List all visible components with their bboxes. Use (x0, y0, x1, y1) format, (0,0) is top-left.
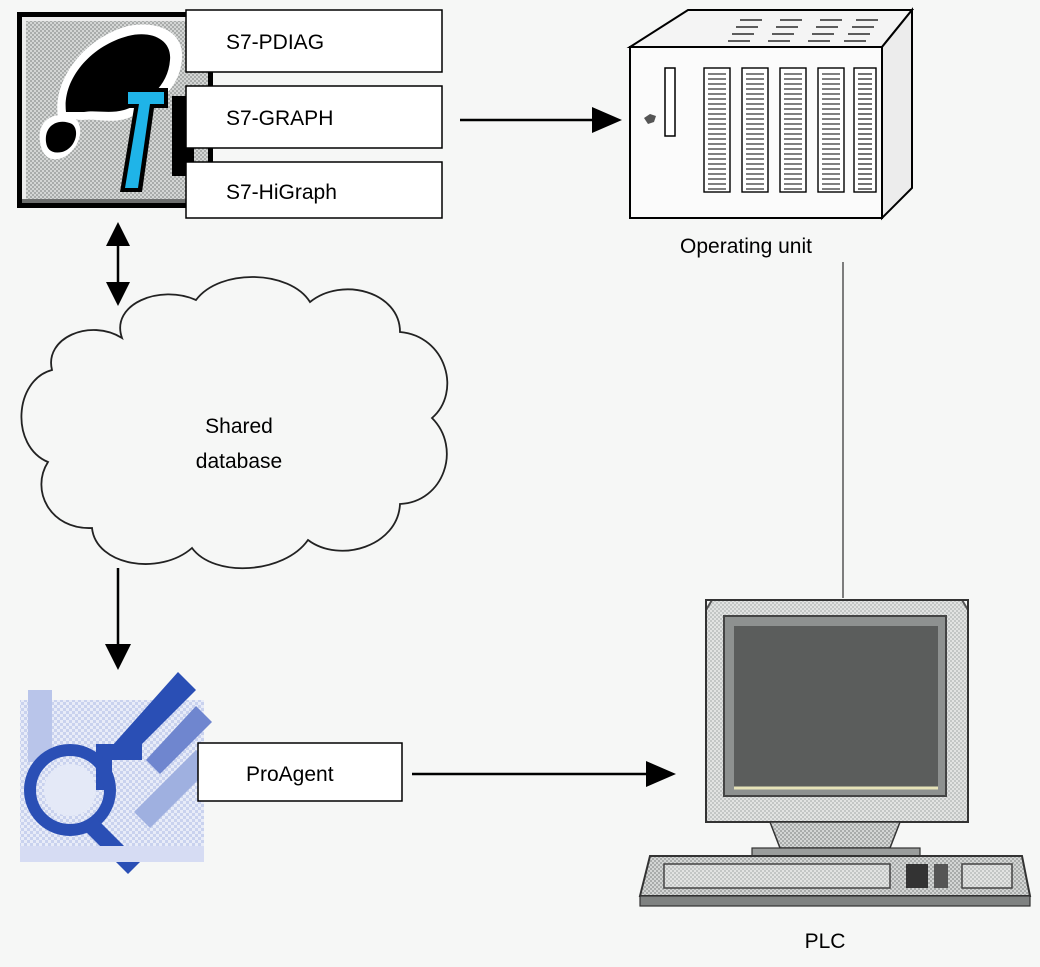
plc-rack-icon[interactable] (626, 7, 915, 221)
tool-box-s7-pdiag[interactable]: S7-PDIAG (185, 9, 443, 73)
arrow-step7-to-operating-unit (460, 107, 622, 133)
arrow-step7-database-bidirectional (106, 222, 130, 306)
plc-label: PLC (805, 930, 846, 953)
shared-database-label-line1: Shared (205, 415, 273, 438)
computer-monitor-icon[interactable] (638, 599, 1032, 907)
tool-label-s7-higraph: S7-HiGraph (226, 181, 337, 204)
tool-box-s7-higraph[interactable]: S7-HiGraph (185, 161, 443, 219)
arrow-database-to-proagent (105, 568, 131, 670)
tool-label-s7-pdiag: S7-PDIAG (226, 31, 324, 54)
shared-database-cloud[interactable]: Shared database (20, 276, 449, 570)
tool-label-s7-graph: S7-GRAPH (226, 107, 333, 130)
tool-box-s7-graph[interactable]: S7-GRAPH (185, 85, 443, 149)
shared-database-label-line2: database (196, 450, 282, 473)
proagent-box[interactable]: ProAgent (197, 742, 403, 802)
operating-unit-label: Operating unit (680, 235, 812, 258)
proagent-label: ProAgent (246, 763, 334, 786)
proagent-magnifier-icon[interactable] (20, 672, 212, 874)
arrow-proagent-to-plc (412, 761, 676, 787)
step7-logo-icon[interactable] (17, 12, 213, 208)
